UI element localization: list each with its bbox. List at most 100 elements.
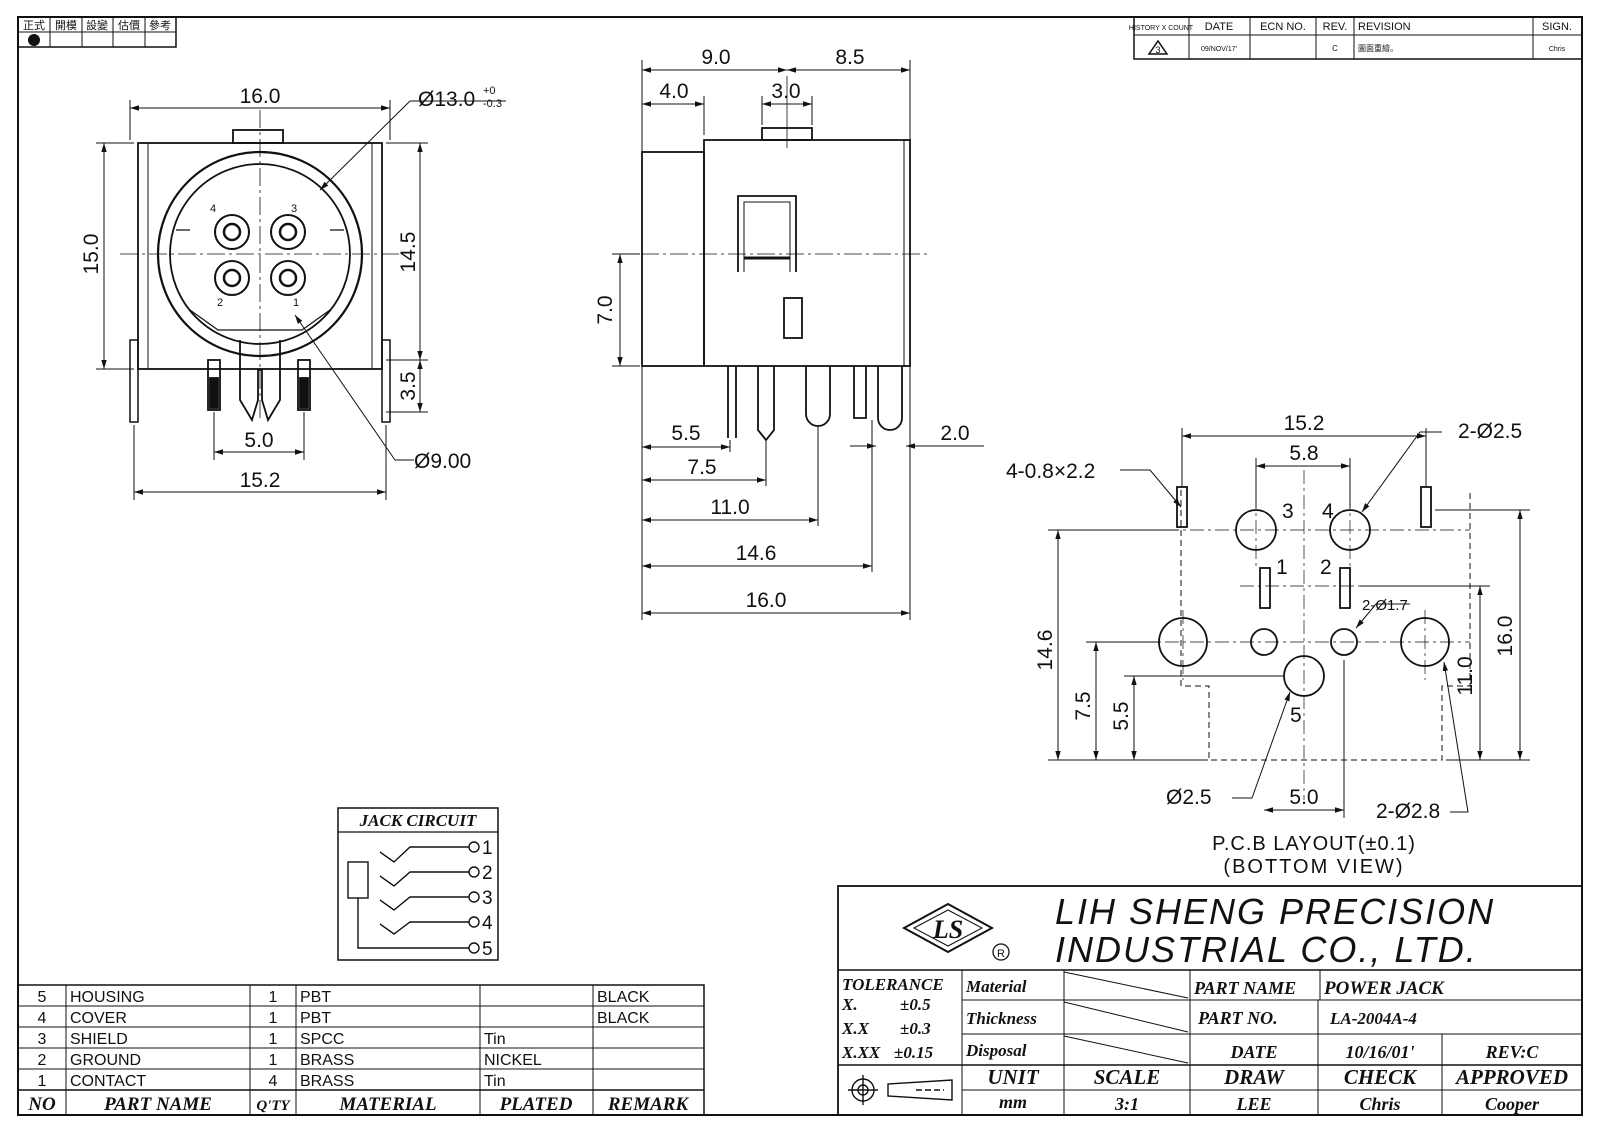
pcb-labels: 15.2 5.8 4-0.8×2.2 2-Ø2.5 2-Ø1.7 14.6 7.… (1006, 412, 1522, 878)
pin-label: 3 (291, 203, 297, 215)
approval-col-3: 設變 (86, 18, 108, 32)
bom-cell-name: SHIELD (70, 1031, 128, 1048)
dim-pcb-holes25: 2-Ø2.5 (1458, 420, 1522, 443)
dim-side-75: 7.5 (687, 456, 716, 479)
rev-row-rev: C (1332, 44, 1338, 53)
side-view (612, 76, 930, 442)
dim-side-11: 11.0 (710, 496, 749, 519)
jack-circuit-title: JACK CIRCUIT (359, 811, 477, 830)
unit-label: UNIT (987, 1065, 1040, 1089)
terminal-label: 2 (482, 863, 493, 884)
bom-cell-material: PBT (300, 989, 331, 1006)
dim-diameter-tol-lower: -0.3 (483, 98, 502, 110)
bom-cell-remark: BLACK (597, 989, 650, 1006)
tol-xxx-val: ±0.15 (894, 1043, 934, 1062)
hole-label: 3 (1282, 500, 1294, 523)
logo-text: LS (932, 915, 963, 944)
draw-value: LEE (1235, 1094, 1271, 1114)
company-logo: LS R (901, 902, 1010, 961)
pin-label: 4 (210, 203, 216, 215)
front-view-pin-labels: 4 3 2 1 (210, 203, 299, 309)
dim-side-9: 9.0 (701, 46, 730, 69)
bom-cell-qty: 1 (269, 1031, 278, 1048)
bom-cell-material: SPCC (300, 1031, 344, 1048)
dim-side-16: 16.0 (746, 589, 787, 612)
dim-side-2: 2.0 (940, 422, 969, 445)
rev-header-date: DATE (1205, 21, 1234, 33)
part-no-value: LA-2004A-4 (1329, 1009, 1417, 1028)
part-name-value: POWER JACK (1323, 978, 1445, 999)
jack-circuit: JACK CIRCUIT 1 2 3 4 5 (337, 807, 499, 961)
hole-label: 4 (1322, 500, 1334, 523)
projection-symbol-icon (848, 1075, 953, 1105)
registered-mark: R (997, 948, 1005, 960)
bom-cell-no: 2 (38, 1052, 47, 1069)
approved-label: APPROVED (1454, 1065, 1568, 1089)
check-label: CHECK (1344, 1065, 1418, 1089)
rev-header-rev: REV. (1323, 21, 1348, 33)
material-label: Material (965, 977, 1027, 996)
thickness-label: Thickness (966, 1009, 1037, 1028)
bom-cell-remark: BLACK (597, 1010, 650, 1027)
tolerance-label: TOLERANCE (842, 975, 944, 994)
front-view-dim-labels: 16.0 Ø13.0 +0 -0.3 15.0 14.5 3.5 5.0 15.… (80, 85, 502, 492)
bom-cell-qty: 1 (269, 1052, 278, 1069)
dim-pin-span: 15.2 (240, 469, 281, 492)
company-name-line-1: LIH SHENG PRECISION (1055, 891, 1495, 932)
hole-label: 1 (1276, 556, 1288, 579)
dim-pcb-slots: 4-0.8×2.2 (1006, 460, 1095, 483)
bom-header-material: MATERIAL (338, 1094, 436, 1115)
dim-height: 15.0 (80, 234, 103, 275)
dim-diameter: Ø13.0 (418, 88, 475, 111)
bom-cell-name: HOUSING (70, 989, 145, 1006)
approval-col-2: 開模 (55, 19, 77, 32)
dim-pin-pitch: 5.0 (244, 429, 273, 452)
tol-x-val: ±0.5 (900, 995, 931, 1014)
pcb-layout-title: P.C.B LAYOUT(±0.1) (1212, 833, 1416, 855)
check-value: Chris (1359, 1094, 1400, 1114)
bom-header-qty: Q'TY (256, 1098, 291, 1114)
dim-diameter-tol-upper: +0 (483, 85, 496, 97)
front-view (120, 110, 400, 423)
disposal-label: Disposal (965, 1041, 1027, 1060)
company-name-line-2: INDUSTRIAL CO., LTD. (1055, 929, 1478, 970)
bom-header-no: NO (27, 1094, 56, 1115)
pin-label: 1 (293, 297, 299, 309)
terminal-label: 5 (482, 939, 493, 960)
rev-header-ecn: ECN NO. (1260, 21, 1306, 33)
tol-x: X. (841, 995, 858, 1014)
pcb-layout-subtitle: (BOTTOM VIEW) (1223, 856, 1404, 878)
dim-pcb-16: 16.0 (1494, 616, 1517, 657)
dim-side-146: 14.6 (736, 542, 777, 565)
tol-xx: X.X (841, 1019, 870, 1038)
part-no-label: PART NO. (1197, 1008, 1278, 1028)
unit-value: mm (999, 1092, 1027, 1112)
dim-pcb-holes28: 2-Ø2.8 (1376, 800, 1440, 823)
bom-cell-material: PBT (300, 1010, 331, 1027)
hole-label: 5 (1290, 704, 1302, 727)
draw-label: DRAW (1223, 1065, 1285, 1089)
bom-header-remark: REMARK (607, 1094, 690, 1115)
dim-pcb-11: 11.0 (1454, 656, 1477, 695)
pcb-dimensions (1048, 428, 1530, 818)
date-value: 10/16/01' (1345, 1042, 1414, 1062)
dim-side-85: 8.5 (835, 46, 864, 69)
title-block: LS R LIH SHENG PRECISION INDUSTRIAL CO.,… (837, 885, 1583, 1116)
dim-side-7: 7.0 (594, 295, 617, 324)
dim-pcb-146: 14.6 (1034, 630, 1057, 671)
rev-row-revision: 圖面重繪。 (1358, 43, 1398, 53)
tol-xxx: X.XX (841, 1043, 881, 1062)
rev-header-sign: SIGN. (1542, 21, 1572, 33)
approval-col-4: 估價 (118, 18, 140, 32)
terminal-label: 1 (482, 838, 493, 859)
bom-cell-material: BRASS (300, 1052, 354, 1069)
rev-header-count: HISTORY X COUNT (1129, 25, 1194, 32)
bom-cell-qty: 1 (269, 1010, 278, 1027)
bom-cell-material: BRASS (300, 1073, 354, 1090)
rev-header-revision: REVISION (1358, 21, 1411, 33)
